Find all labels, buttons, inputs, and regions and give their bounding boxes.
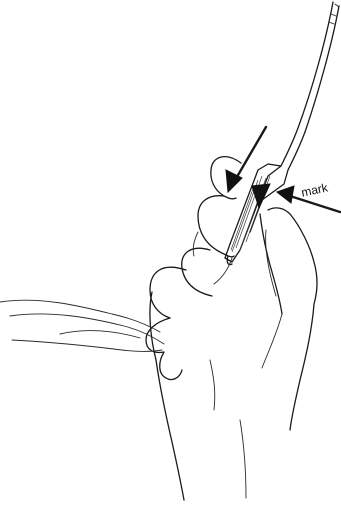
- hand: [146, 157, 317, 500]
- tube: [281, 2, 339, 170]
- thread: [0, 300, 164, 351]
